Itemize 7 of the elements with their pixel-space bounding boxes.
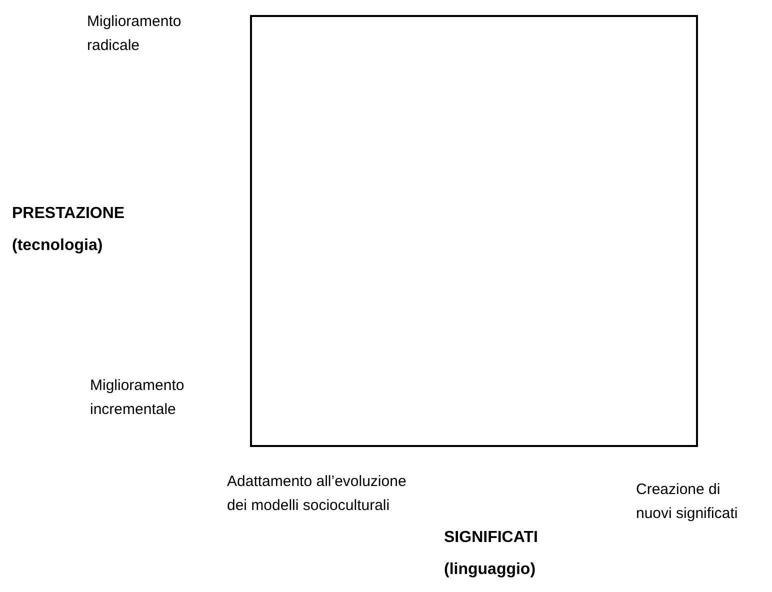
axis-end-label: Miglioramento incrementale	[90, 376, 186, 420]
matrix-frame	[250, 15, 698, 447]
axis-end-label: Creazione di nuovi significati	[636, 480, 739, 524]
axis-end-label: Miglioramento radicale	[87, 12, 182, 56]
axis-end-label: Adattamento all’evoluzione dei modelli socioculturali	[227, 472, 408, 516]
axis-title: SIGNIFICATI (linguaggio)	[444, 528, 539, 580]
axis-title: PRESTAZIONE (tecnologia)	[12, 204, 126, 256]
